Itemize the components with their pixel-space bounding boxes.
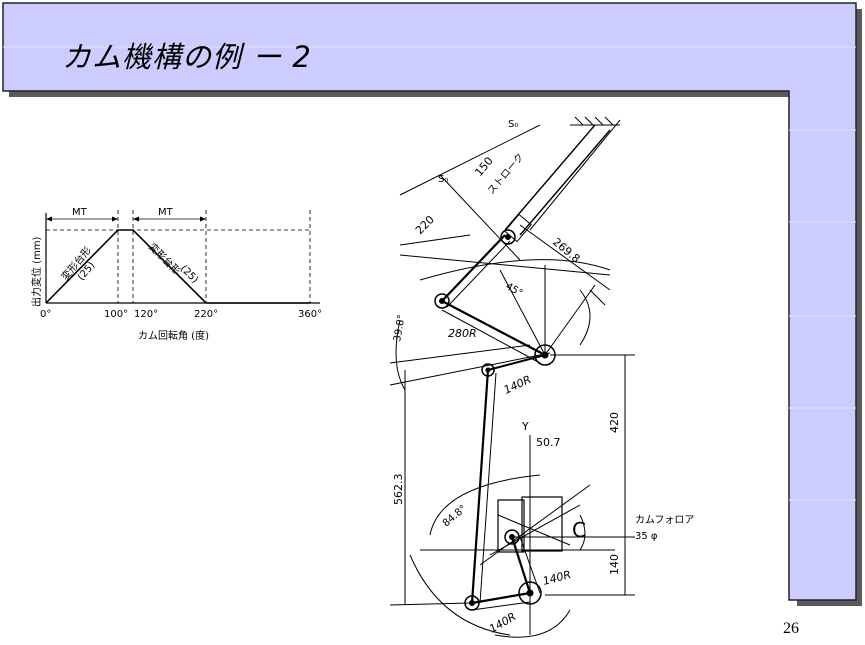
dim-420: 420 bbox=[608, 412, 621, 433]
x-tick-220: 220° bbox=[194, 309, 218, 320]
dim-50-7: 50.7 bbox=[536, 436, 561, 449]
chart-mt-label-1: MT bbox=[72, 207, 88, 218]
x-tick-100: 100° bbox=[104, 309, 128, 320]
dim-y: Y bbox=[521, 420, 529, 433]
rotation-symbol: C bbox=[572, 518, 586, 542]
title-band bbox=[2, 2, 857, 601]
chart-mt-label-2: MT bbox=[158, 207, 174, 218]
chart-y-label: 出力変位 (mm) bbox=[30, 236, 43, 307]
page-number: 26 bbox=[783, 620, 799, 637]
dim-150: 150 bbox=[472, 154, 495, 178]
follower-diameter: 35 φ bbox=[635, 531, 658, 542]
curve-label-fall-code: (25) bbox=[178, 263, 200, 285]
timing-chart: 出力変位 (mm) MT MT 変形台形 (25) 変形台形 (25) 0° 1… bbox=[30, 207, 322, 342]
displacement-curve bbox=[45, 229, 310, 304]
dim-140r-lower-1: 140R bbox=[541, 568, 572, 588]
dim-s0-top: S₀ bbox=[508, 119, 518, 130]
x-tick-120: 120° bbox=[134, 309, 158, 320]
dim-39-8deg: 39.8° bbox=[392, 314, 408, 343]
cam-mechanism-drawing: S₀ S₀ 150 ストローク 220 269.8 45° 39.8° 280R… bbox=[389, 116, 694, 638]
chart-x-label: カム回転角 (度) bbox=[138, 329, 209, 342]
follower-label: カムフォロア bbox=[635, 514, 694, 526]
stroke-label: ストローク bbox=[485, 151, 526, 197]
dim-562-3: 562.3 bbox=[392, 474, 405, 506]
x-tick-0: 0° bbox=[40, 309, 51, 320]
dim-140r-lower-2: 140R bbox=[487, 610, 518, 636]
dim-220: 220 bbox=[413, 213, 437, 237]
dim-140r-upper: 140R bbox=[502, 373, 533, 397]
dim-140: 140 bbox=[608, 554, 621, 575]
curve-label-fall: 変形台形 bbox=[146, 240, 183, 277]
dim-280r: 280R bbox=[448, 327, 477, 340]
x-tick-360: 360° bbox=[298, 309, 322, 320]
dim-s0-left: S₀ bbox=[438, 174, 448, 185]
slide-title: カム機構の例 ー 2 bbox=[62, 40, 312, 74]
